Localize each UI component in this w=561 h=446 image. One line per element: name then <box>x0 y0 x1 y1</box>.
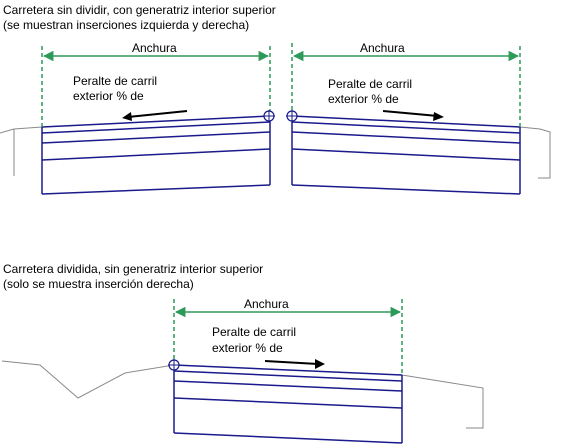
section1-right-note-line2: exterior % de <box>328 92 399 106</box>
section1-left-note-line1: Peralte de carril <box>73 74 158 88</box>
insertion-point-icon <box>286 110 298 122</box>
section2-right-note-line1: Peralte de carril <box>212 325 297 339</box>
section1-caption-line2: (se muestran inserciones izquierda y der… <box>3 18 250 32</box>
section1-left-note-line2: exterior % de <box>73 89 144 103</box>
slope-arrow <box>127 110 188 118</box>
section1-right-width-label: Anchura <box>358 41 407 55</box>
insertion-point-icon <box>168 359 180 371</box>
section2-caption-line2: (solo se muestra inserción derecha) <box>3 277 194 291</box>
section2-caption-line1: Carretera dividida, sin generatriz inter… <box>3 262 264 276</box>
section2-right-note-line2: exterior % de <box>212 341 283 355</box>
ground-line <box>0 126 43 134</box>
slope-arrow <box>382 110 439 117</box>
ground-line <box>401 374 484 429</box>
section1-caption-line1: Carretera sin dividir, con generatriz in… <box>3 3 276 17</box>
section2-right-width-label: Anchura <box>242 297 291 311</box>
section1-left-assembly <box>0 46 275 195</box>
slope-arrow-head <box>315 359 325 369</box>
slope-arrow <box>264 360 319 365</box>
slope-arrow-head <box>433 112 444 121</box>
slope-arrow-head <box>122 112 132 121</box>
ground-line <box>1 360 175 399</box>
pavement-layers <box>291 115 521 195</box>
pavement-layers <box>41 115 271 195</box>
pavement-layers <box>173 364 403 444</box>
section1-right-note-line1: Peralte de carril <box>328 77 413 91</box>
section1-left-width-label: Anchura <box>130 41 179 55</box>
insertion-point-icon <box>263 110 275 122</box>
section2-right-assembly <box>1 299 484 444</box>
ground-line <box>519 126 551 179</box>
section1-right-assembly <box>286 43 551 195</box>
